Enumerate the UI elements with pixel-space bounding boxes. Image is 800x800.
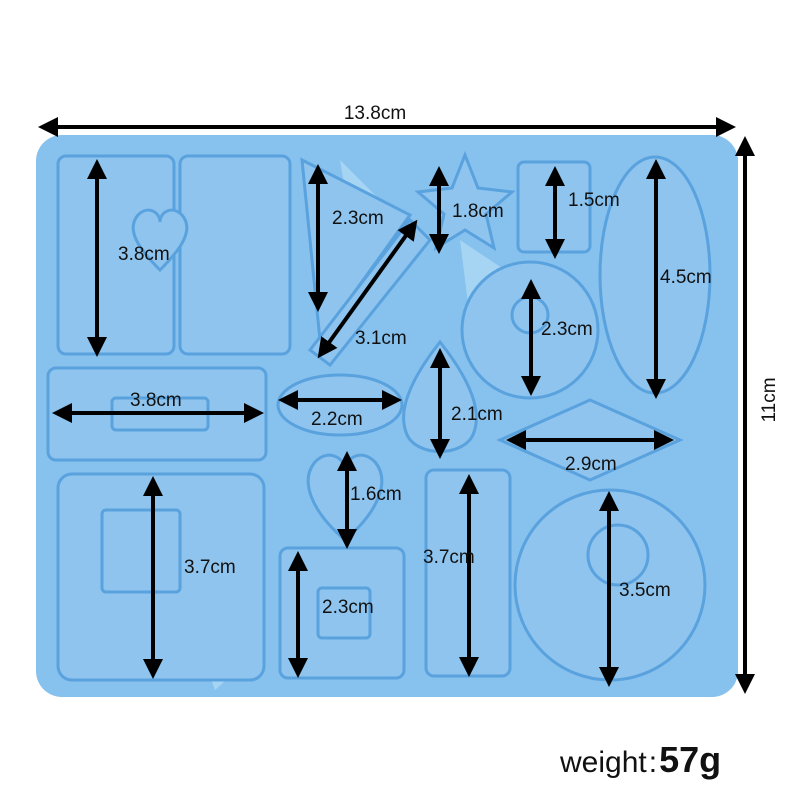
label-tall-rectangle: 3.7cm [423,547,475,568]
label-diagonal-bar: 3.1cm [355,328,407,349]
label-rhombus: 2.9cm [565,454,617,475]
label-eye: 2.2cm [311,409,363,430]
label-heart: 1.6cm [350,484,402,505]
cavity-small-square-window [316,586,372,640]
label-large-ring: 3.5cm [619,580,671,601]
label-star: 1.8cm [452,201,504,222]
label-teardrop: 2.1cm [451,404,503,425]
label-rectangle-pendant: 3.8cm [118,244,170,265]
arrow-diagonal-bar [317,219,418,359]
cavity-labels: 3.8cm 2.3cm 1.8cm 1.5cm 4.5cm 3.1cm 2.3c… [118,190,712,618]
label-small-square: 2.3cm [322,597,374,618]
height-label: 11cm [759,377,780,422]
weight-colon: : [648,746,658,779]
weight-label: weight [560,746,647,779]
label-oval: 4.5cm [660,267,712,288]
label-triangle: 2.3cm [332,208,384,229]
label-horizontal-rectangle: 3.8cm [130,390,182,411]
width-label: 13.8cm [344,103,406,124]
label-large-square: 3.7cm [184,557,236,578]
label-ring: 2.3cm [541,319,593,340]
label-small-rectangle: 1.5cm [568,190,620,211]
cavity-heart-cutout [131,208,189,273]
weight-value: 57g [659,739,722,780]
cavity-dimension-arrows [52,159,674,687]
weight-caption: weight:57g [560,738,721,782]
cavity-large-square-window [100,508,182,594]
cavity-rectangle-pendant-right [178,154,292,356]
cavity-large-ring-hole [586,523,650,587]
